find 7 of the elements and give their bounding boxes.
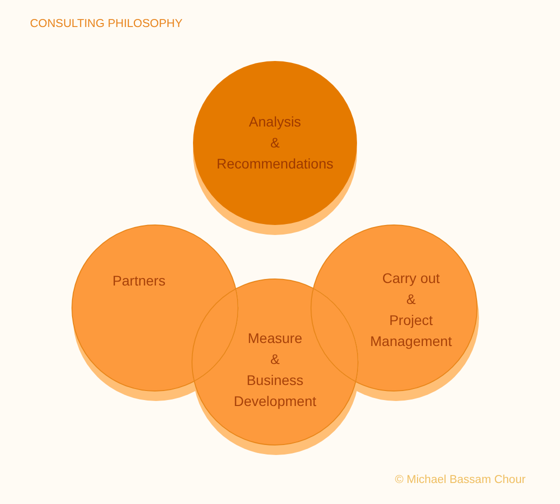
circle-label: Partners: [112, 272, 166, 290]
diagram-title: CONSULTING PHILOSOPHY: [30, 17, 183, 32]
stage-circle: [192, 60, 358, 236]
circle-label: Carry out & Project Management: [370, 269, 452, 351]
circle-label: Measure & Business Development: [234, 329, 316, 411]
circle-label: Analysis & Recommendations: [216, 112, 334, 174]
copyright-note: © Michael Bassam Chour: [395, 473, 526, 488]
